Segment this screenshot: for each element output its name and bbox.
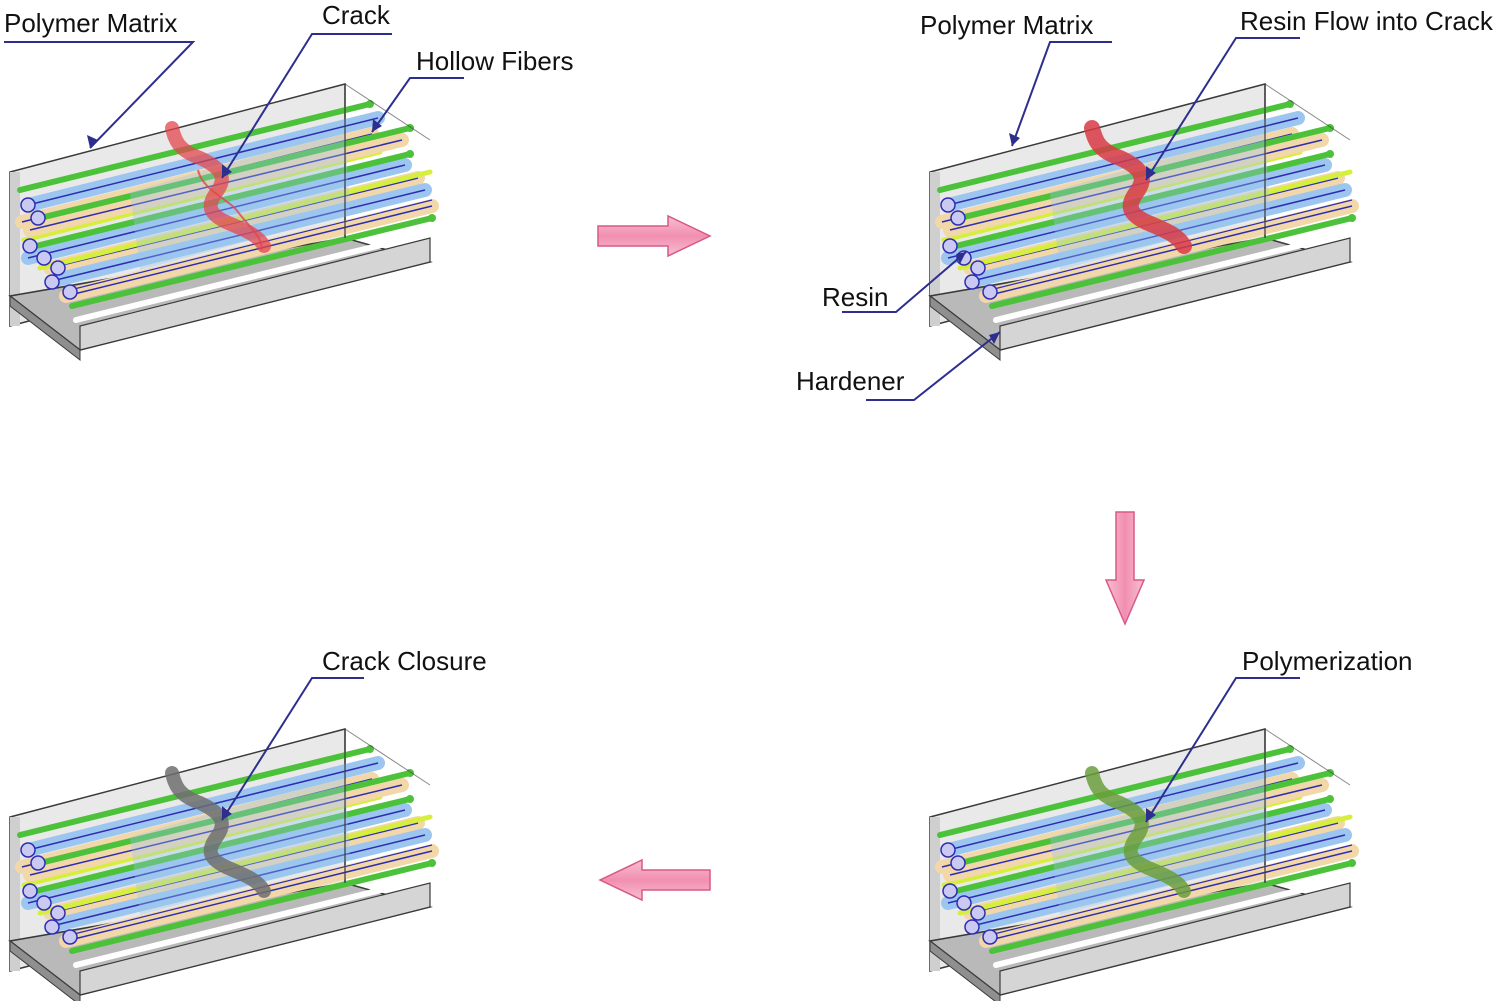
- label-polymer-matrix-2: Polymer Matrix: [920, 10, 1093, 40]
- panel-crack-closure: Crack Closure: [10, 646, 487, 1001]
- label-polymer-matrix-1: Polymer Matrix: [4, 8, 177, 38]
- label-crack: Crack: [322, 0, 391, 30]
- step-3-arrow: [598, 858, 711, 902]
- label-polymerization: Polymerization: [1242, 646, 1413, 676]
- leader-polymer-matrix-2: [1011, 41, 1112, 147]
- label-resin: Resin: [822, 282, 888, 312]
- leader-resin: [842, 251, 967, 313]
- composite-block-resin-flow: [930, 84, 1356, 360]
- panel-polymerization: Polymerization: [930, 646, 1413, 1001]
- leader-hardener: [866, 331, 1001, 401]
- composite-block-initial: [10, 84, 436, 360]
- step-2-arrow: [1104, 511, 1146, 626]
- step-1-arrow: [597, 214, 712, 258]
- label-hardener: Hardener: [796, 366, 905, 396]
- leader-crack-closure: [221, 677, 364, 821]
- label-resin-flow: Resin Flow into Crack: [1240, 6, 1494, 36]
- leader-hollow-fibers: [371, 77, 464, 133]
- panel-initial-crack: Polymer Matrix Crack Hollow Fibers: [4, 0, 574, 360]
- leader-resin-flow: [1145, 37, 1300, 181]
- composite-block-closure: [10, 729, 436, 1001]
- leader-crack: [221, 33, 392, 179]
- label-hollow-fibers: Hollow Fibers: [416, 46, 574, 76]
- leader-polymerization: [1145, 677, 1300, 823]
- panel-resin-flow: Polymer Matrix Resin Flow into Crack Res…: [796, 6, 1494, 401]
- leader-polymer-matrix-1: [4, 41, 196, 149]
- composite-block-polymerization: [930, 729, 1356, 1001]
- label-crack-closure: Crack Closure: [322, 646, 487, 676]
